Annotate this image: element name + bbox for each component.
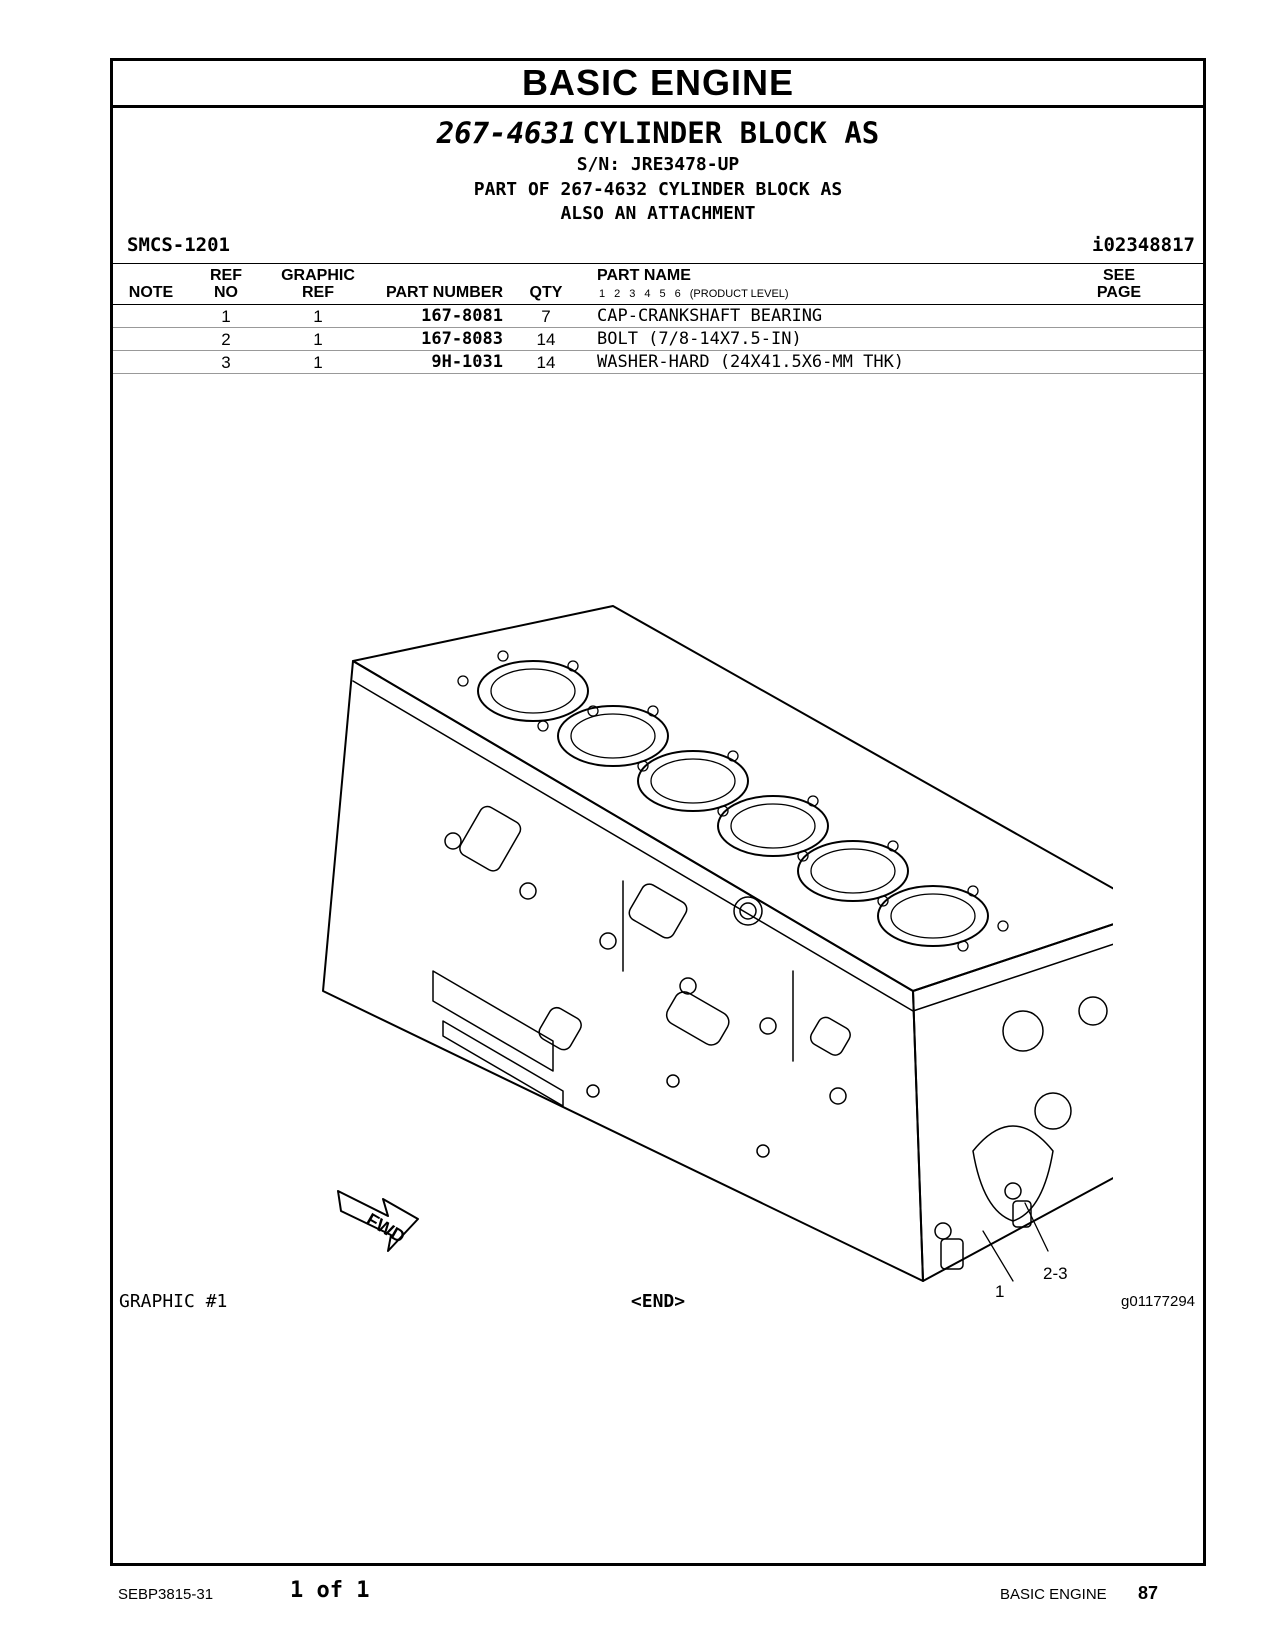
row-ref: 1 bbox=[221, 307, 231, 326]
part-heading-number: 267-4631 bbox=[436, 116, 577, 150]
block-end-face bbox=[912, 923, 1113, 1282]
row-qty: 14 bbox=[536, 353, 556, 372]
parts-table: NOTE REF NO GRAPHIC REF PART NUMBER QTY … bbox=[113, 263, 1203, 374]
part-heading-title: CYLINDER BLOCK AS bbox=[582, 116, 880, 150]
table-row: 2 1 167-8083 14 BOLT (7/8-14X7.5-IN) bbox=[113, 328, 1203, 351]
table-row: 1 1 167-8081 7 CAP-CRANKSHAFT BEARING bbox=[113, 305, 1203, 328]
row-ref: 2 bbox=[221, 330, 231, 349]
callout-2-3: 2-3 bbox=[1043, 1264, 1068, 1283]
cylinder-bore bbox=[637, 750, 749, 812]
graphic-number: GRAPHIC #1 bbox=[119, 1291, 228, 1312]
col-graphic-bottom: REF bbox=[302, 284, 334, 301]
col-see-bottom: PAGE bbox=[1096, 284, 1142, 301]
serial-range: S/N: JRE3478-UP bbox=[576, 154, 740, 175]
level-6: 6 bbox=[674, 288, 681, 300]
row-qty: 7 bbox=[541, 307, 551, 326]
row-part-name: BOLT (7/8-14X7.5-IN) bbox=[597, 329, 802, 349]
footer-page-of: 1 of 1 bbox=[290, 1578, 370, 1603]
graphic-id: g01177294 bbox=[1121, 1293, 1195, 1310]
row-part-name: WASHER-HARD (24X41.5X6-MM THK) bbox=[597, 352, 905, 372]
footer-document-number: SEBP3815-31 bbox=[118, 1586, 214, 1603]
block-deck-outline bbox=[352, 605, 1113, 992]
row-qty: 14 bbox=[536, 330, 556, 349]
part-of-line: PART OF 267-4632 CYLINDER BLOCK AS bbox=[473, 179, 843, 200]
level-3: 3 bbox=[629, 288, 636, 300]
info-id: i02348817 bbox=[1092, 234, 1195, 256]
row-graphic: 1 bbox=[313, 353, 323, 372]
col-ref-bottom: NO bbox=[214, 284, 238, 301]
col-part-number: PART NUMBER bbox=[385, 284, 503, 301]
attachment-line: ALSO AN ATTACHMENT bbox=[560, 203, 756, 224]
level-2: 2 bbox=[614, 288, 621, 300]
end-marker: <END> bbox=[630, 1291, 686, 1312]
footer-section: BASIC ENGINE bbox=[1000, 1586, 1107, 1603]
row-part-number: 167-8083 bbox=[421, 329, 503, 349]
table-row: 3 1 9H-1031 14 WASHER-HARD (24X41.5X6-MM… bbox=[113, 351, 1203, 374]
parts-table-header: NOTE REF NO GRAPHIC REF PART NUMBER QTY … bbox=[113, 263, 1203, 305]
row-part-name: CAP-CRANKSHAFT BEARING bbox=[597, 306, 823, 326]
row-graphic: 1 bbox=[313, 307, 323, 326]
col-qty: QTY bbox=[529, 284, 563, 301]
row-part-number: 9H-1031 bbox=[431, 352, 503, 372]
footer-page-number: 87 bbox=[1138, 1583, 1159, 1603]
col-part-name: PART NAME bbox=[597, 267, 691, 284]
level-1: 1 bbox=[599, 288, 606, 300]
row-graphic: 1 bbox=[313, 330, 323, 349]
cylinder-bore bbox=[477, 660, 589, 722]
col-graphic-top: GRAPHIC bbox=[281, 267, 355, 284]
col-see-top: SEE bbox=[1102, 267, 1135, 284]
col-ref-top: REF bbox=[210, 267, 242, 284]
cylinder-bore bbox=[557, 705, 669, 767]
product-level-label: (PRODUCT LEVEL) bbox=[689, 288, 789, 300]
row-part-number: 167-8081 bbox=[421, 306, 503, 326]
cylinder-block-drawing: FWD 1 2-3 bbox=[322, 605, 1113, 1301]
cylinder-bore bbox=[717, 795, 829, 857]
smcs-code: SMCS-1201 bbox=[127, 234, 230, 256]
cylinder-bore bbox=[877, 885, 989, 947]
level-4: 4 bbox=[644, 288, 651, 300]
level-5: 5 bbox=[659, 288, 666, 300]
cylinder-bore bbox=[797, 840, 909, 902]
callout-1: 1 bbox=[995, 1282, 1004, 1301]
col-note: NOTE bbox=[128, 284, 174, 301]
section-title: BASIC ENGINE bbox=[113, 61, 1203, 108]
forward-arrow-icon: FWD bbox=[337, 1190, 419, 1252]
row-ref: 3 bbox=[221, 353, 231, 372]
